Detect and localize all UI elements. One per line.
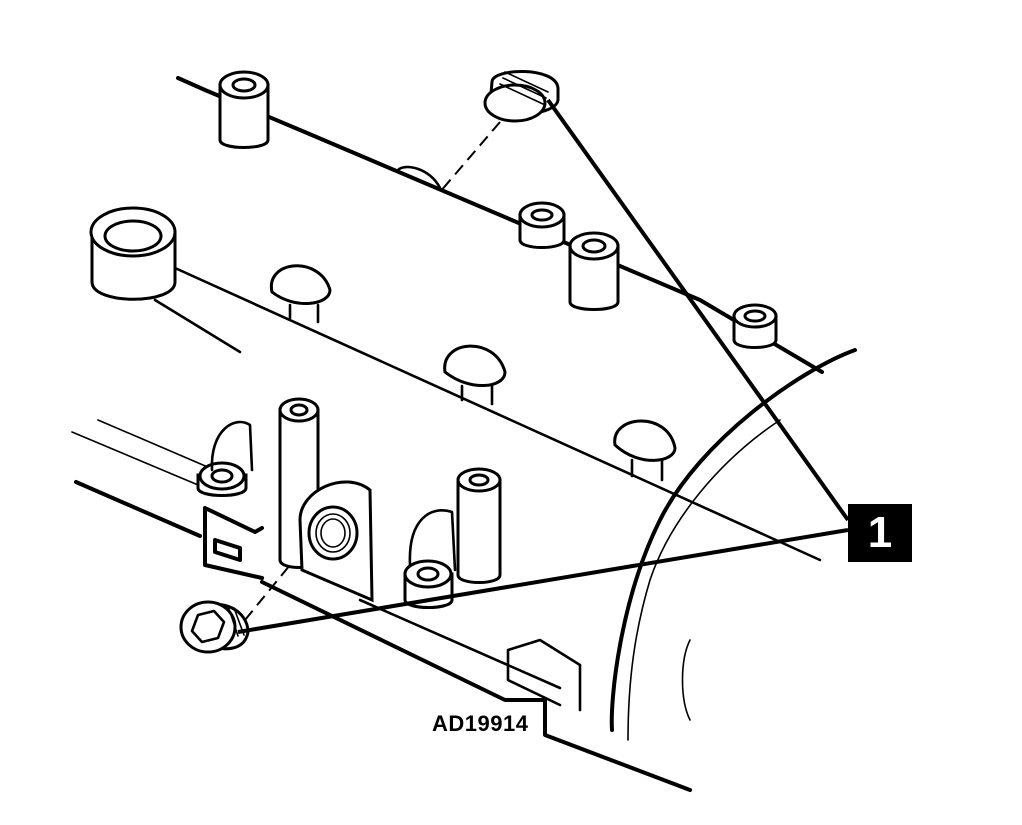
plug-top-axis [439, 121, 501, 193]
plug-top [483, 69, 560, 123]
leader-to-plug-bottom [237, 528, 849, 634]
lower-rail-line-2 [97, 419, 211, 469]
lower-rail-inner [358, 598, 562, 690]
lower-rail-edge-right [260, 580, 692, 792]
mid-rail-lower [153, 298, 242, 354]
housing-detail [681, 639, 691, 721]
bearing-1 [269, 264, 332, 324]
housing-edge-inner [627, 419, 781, 741]
upper-boss-4 [732, 303, 778, 349]
lower-tube-2 [456, 467, 502, 584]
bracket-tab [203, 506, 264, 580]
large-boss [89, 206, 177, 301]
plug-bottom [179, 600, 250, 654]
upper-boss-3 [568, 231, 620, 311]
housing-edge-outer [609, 348, 857, 732]
lower-fin-2 [408, 509, 457, 572]
bracket-tab-right [506, 638, 582, 712]
callout-label: 1 [848, 504, 912, 562]
lower-rail-line-1 [71, 431, 211, 491]
upper-rail-lobe [396, 165, 442, 190]
plug-bottom-axis [244, 564, 291, 621]
upper-boss-1 [218, 70, 270, 149]
upper-boss-2 [518, 201, 566, 249]
lower-fin-1 [210, 420, 254, 472]
figure-id: AD19914 [432, 711, 529, 736]
bearing-3 [613, 419, 677, 482]
leader-to-plug-top [546, 98, 850, 522]
lower-boss-1 [196, 461, 248, 497]
threaded-port [298, 480, 374, 603]
bearing-2 [443, 344, 507, 406]
mid-rail-edge [173, 266, 822, 562]
lower-rail-edge-left [74, 480, 202, 538]
